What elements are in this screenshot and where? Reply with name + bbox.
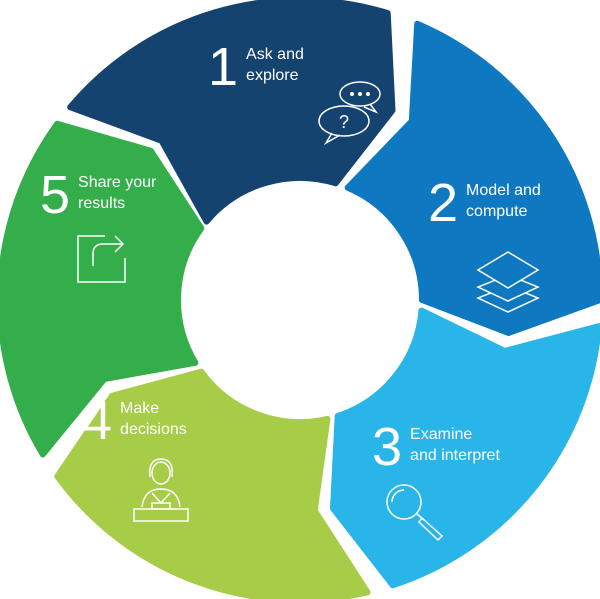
step-title: explore	[246, 67, 299, 84]
share-arrow-icon	[77, 235, 126, 283]
step-title: Make	[120, 400, 160, 417]
step-3-segment	[330, 307, 600, 589]
step-number: 3	[372, 417, 403, 477]
step-title: and interpret	[410, 447, 500, 464]
step-number: 5	[40, 165, 71, 225]
layers-icon	[476, 251, 540, 313]
step-4-label: 4 Make decisions	[82, 391, 187, 451]
magnifier-icon	[386, 484, 444, 542]
step-2-segment	[344, 20, 600, 336]
step-2-label: 2 Model and compute	[428, 173, 541, 233]
step-1-segment	[67, 0, 396, 225]
step-title: results	[78, 195, 126, 212]
step-number: 4	[82, 391, 113, 451]
step-1-label: 1 Ask and explore	[208, 37, 304, 97]
step-title: decisions	[120, 421, 187, 438]
step-number: 1	[208, 37, 239, 97]
person-at-desk-icon	[133, 458, 189, 522]
step-4-segment	[54, 368, 371, 599]
speech-bubbles-icon: ?	[318, 81, 381, 146]
step-title: Model and	[466, 182, 541, 199]
step-5-label: 5 Share your results	[40, 165, 157, 225]
step-5-segment	[0, 120, 205, 458]
svg-text:?: ?	[339, 112, 349, 132]
step-3-label: 3 Examine and interpret	[372, 417, 500, 477]
step-number: 2	[428, 173, 459, 233]
step-title: Examine	[410, 426, 473, 443]
step-title: Ask and	[246, 46, 304, 63]
step-title: compute	[466, 203, 528, 220]
step-title: Share your	[78, 174, 157, 191]
